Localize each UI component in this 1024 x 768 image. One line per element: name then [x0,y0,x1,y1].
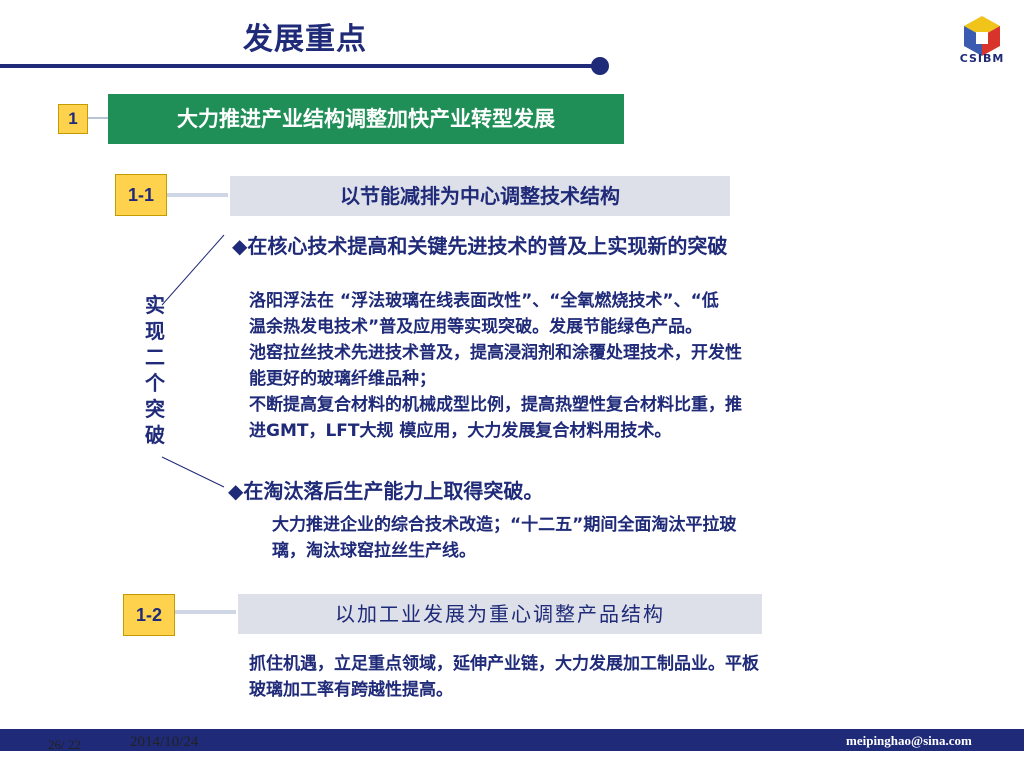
section-body: 抓住机遇，立足重点领域，延伸产业链，大力发展加工制品业。平板 玻璃加工率有跨越性… [249,651,939,703]
connector-line [173,610,236,614]
side-label-char: 突 [145,397,165,421]
csibm-logo-icon [964,16,1000,56]
body-line: 池窑拉丝技术先进技术普及，提高浸润剂和涂覆处理技术，开发性 [249,343,742,363]
side-label-char: 二 [145,345,165,369]
author-email: meipinghao@sina.com [846,733,972,748]
slide-title: 发展重点 [243,22,367,57]
body-line: 温余热发电技术”普及应用等实现突破。发展节能绿色产品。 [249,317,703,337]
side-label-vertical: 实 现 二 个 突 破 [138,292,172,448]
side-label-char: 破 [145,423,165,447]
body-line: 大力推进企业的综合技术改造；“十二五”期间全面淘汰平拉玻 [272,515,737,535]
body-line: 璃，淘汰球窑拉丝生产线。 [272,541,476,561]
subsection-number-badge: 1-2 [123,594,175,636]
connector-line [165,193,228,197]
body-line: 抓住机遇，立足重点领域，延伸产业链，大力发展加工制品业。平板 [249,654,759,674]
logo-text: CSIBM [959,52,1005,65]
body-line: 洛阳浮法在 “浮法玻璃在线表面改性”、“全氧燃烧技术”、“低 [249,291,719,311]
page-number: 26/ 22 [48,737,81,752]
body-line: 进GMT，LFT大规 模应用，大力发展复合材料用技术。 [249,421,672,441]
section-heading-bar: 大力推进产业结构调整加快产业转型发展 [108,94,624,144]
bullet-body: 大力推进企业的综合技术改造；“十二五”期间全面淘汰平拉玻 璃，淘汰球窑拉丝生产线… [272,512,922,564]
side-label-char: 现 [145,319,165,343]
body-line: 不断提高复合材料的机械成型比例，提高热塑性复合材料比重，推 [249,395,742,415]
section-number-badge: 1 [58,104,88,134]
title-underline-dot [591,57,609,75]
side-label-char: 实 [145,293,165,317]
footer-bar [0,729,1024,751]
title-underline [0,64,596,68]
side-label-char: 个 [145,371,165,395]
subsection-heading-bar: 以节能减排为中心调整技术结构 [230,176,730,216]
body-line: 玻璃加工率有跨越性提高。 [249,680,453,700]
subsection-heading-bar: 以加工业发展为重心调整产品结构 [238,594,762,634]
slide-date: 2014/10/24 [130,734,199,750]
bullet-heading: ◆在核心技术提高和关键先进技术的普及上实现新的突破 [232,234,728,258]
bullet-body: 洛阳浮法在 “浮法玻璃在线表面改性”、“全氧燃烧技术”、“低 温余热发电技术”普… [249,288,917,444]
bracket-lines [161,234,225,488]
subsection-number-badge: 1-1 [115,174,167,216]
body-line: 能更好的玻璃纤维品种； [249,369,436,389]
bullet-heading: ◆在淘汰落后生产能力上取得突破。 [228,479,544,503]
connector-line [86,117,110,119]
